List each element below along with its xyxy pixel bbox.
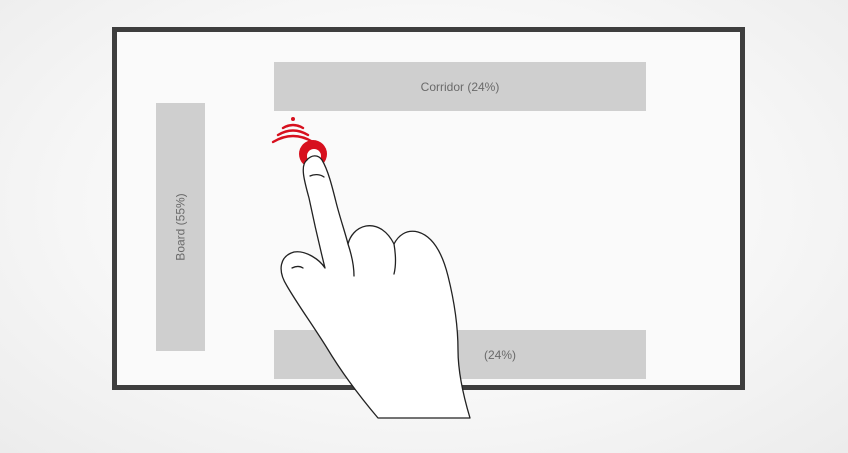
board-zone[interactable]: Board (55%) [156,103,205,351]
corridor-zone-top-label: Corridor (24%) [421,80,500,94]
display-screen: Corridor (24%) Board (55%) (24%) [112,27,745,390]
board-zone-label: Board (55%) [174,193,188,260]
corridor-zone-bottom-label: (24%) [484,348,516,362]
corridor-zone-bottom[interactable]: (24%) [274,330,646,379]
corridor-zone-top[interactable]: Corridor (24%) [274,62,646,111]
